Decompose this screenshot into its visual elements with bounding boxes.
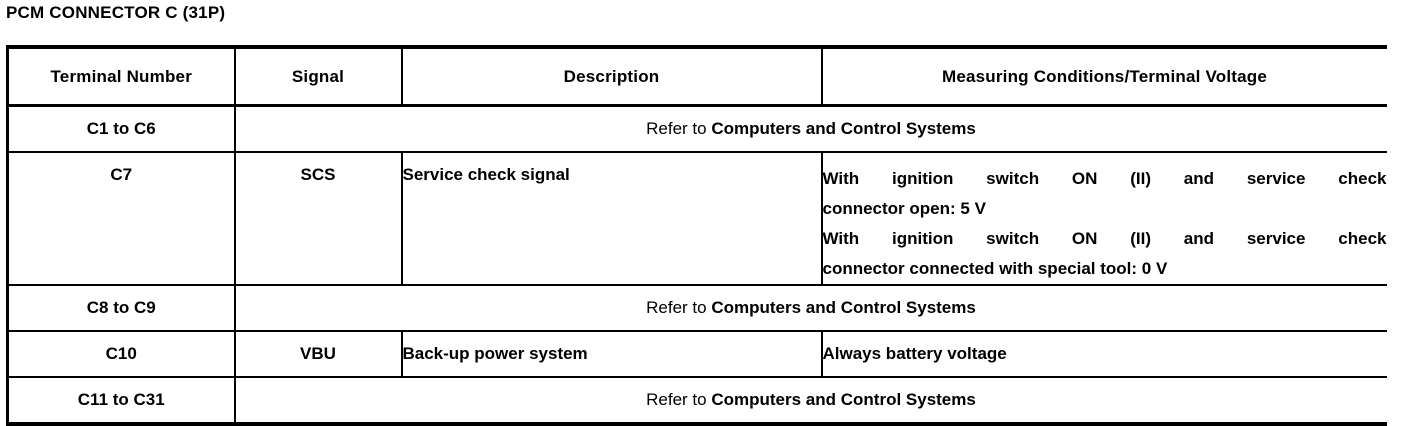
refer-note-prefix: Refer to — [646, 390, 712, 409]
refer-note-target: Computers and Control Systems — [711, 298, 976, 317]
measuring-line: With ignition switch ON (II) and service… — [822, 169, 1387, 188]
terminal-number-cell: C8 to C9 — [6, 284, 235, 332]
page-title: PCM CONNECTOR C (31P) — [6, 3, 226, 22]
table-row: C11 to C31 Refer to Computers and Contro… — [6, 376, 1387, 426]
description-cell: Back-up power system — [400, 330, 822, 378]
table-header-row: Terminal Number Signal Description Measu… — [6, 45, 1387, 107]
refer-note-cell: Refer to Computers and Control Systems — [233, 284, 1387, 332]
table-row: C7 SCS Service check signal With ignitio… — [6, 151, 1387, 286]
description-value: Service check signal — [402, 165, 570, 184]
terminal-number-cell: C11 to C31 — [6, 376, 235, 426]
column-header-description: Description — [400, 45, 822, 107]
column-header-signal: Signal — [233, 45, 402, 107]
column-header-measuring-conditions: Measuring Conditions/Terminal Voltage — [820, 45, 1387, 107]
terminal-number-value: C11 to C31 — [77, 390, 165, 409]
refer-note-target: Computers and Control Systems — [711, 119, 976, 138]
column-header-terminal-number: Terminal Number — [6, 45, 235, 107]
measuring-conditions-block: With ignition switch ON (II) and service… — [823, 153, 1387, 284]
description-value: Back-up power system — [402, 344, 588, 363]
terminal-number-value: C7 — [110, 165, 133, 184]
signal-cell: SCS — [233, 151, 402, 286]
table-body: C1 to C6 Refer to Computers and Control … — [6, 104, 1387, 426]
measuring-line: connector connected with special tool: 0… — [822, 259, 1168, 278]
measuring-line: With ignition switch ON (II) and service… — [822, 229, 1387, 248]
refer-note-prefix: Refer to — [646, 298, 712, 317]
description-cell: Service check signal — [400, 151, 822, 286]
measuring-conditions-cell: Always battery voltage — [820, 330, 1387, 378]
terminal-number-value: C8 to C9 — [86, 298, 156, 317]
terminal-number-value: C1 to C6 — [86, 119, 156, 138]
terminal-number-cell: C10 — [6, 330, 235, 378]
refer-note-cell: Refer to Computers and Control Systems — [233, 104, 1387, 153]
refer-note-prefix: Refer to — [646, 119, 712, 138]
signal-cell: VBU — [233, 330, 402, 378]
signal-value: VBU — [300, 344, 336, 363]
terminal-number-cell: C1 to C6 — [6, 104, 235, 153]
refer-note-target: Computers and Control Systems — [711, 390, 976, 409]
terminal-number-cell: C7 — [6, 151, 235, 286]
refer-note-text: Refer to Computers and Control Systems — [236, 378, 1387, 422]
signal-value: SCS — [300, 165, 336, 184]
pcm-connector-table: Terminal Number Signal Description Measu… — [6, 45, 1387, 426]
measuring-line: connector open: 5 V — [822, 199, 986, 218]
measuring-line: Always battery voltage — [822, 344, 1007, 363]
table-row: C1 to C6 Refer to Computers and Control … — [6, 104, 1387, 153]
refer-note-text: Refer to Computers and Control Systems — [236, 286, 1387, 330]
pcm-connector-table-wrapper: Terminal Number Signal Description Measu… — [6, 45, 1387, 426]
table-row: C10 VBU Back-up power system Always batt… — [6, 330, 1387, 378]
table-header: Terminal Number Signal Description Measu… — [6, 45, 1387, 107]
table-row: C8 to C9 Refer to Computers and Control … — [6, 284, 1387, 332]
refer-note-cell: Refer to Computers and Control Systems — [233, 376, 1387, 426]
measuring-conditions-cell: With ignition switch ON (II) and service… — [820, 151, 1387, 286]
terminal-number-value: C10 — [105, 344, 137, 363]
refer-note-text: Refer to Computers and Control Systems — [236, 107, 1387, 151]
